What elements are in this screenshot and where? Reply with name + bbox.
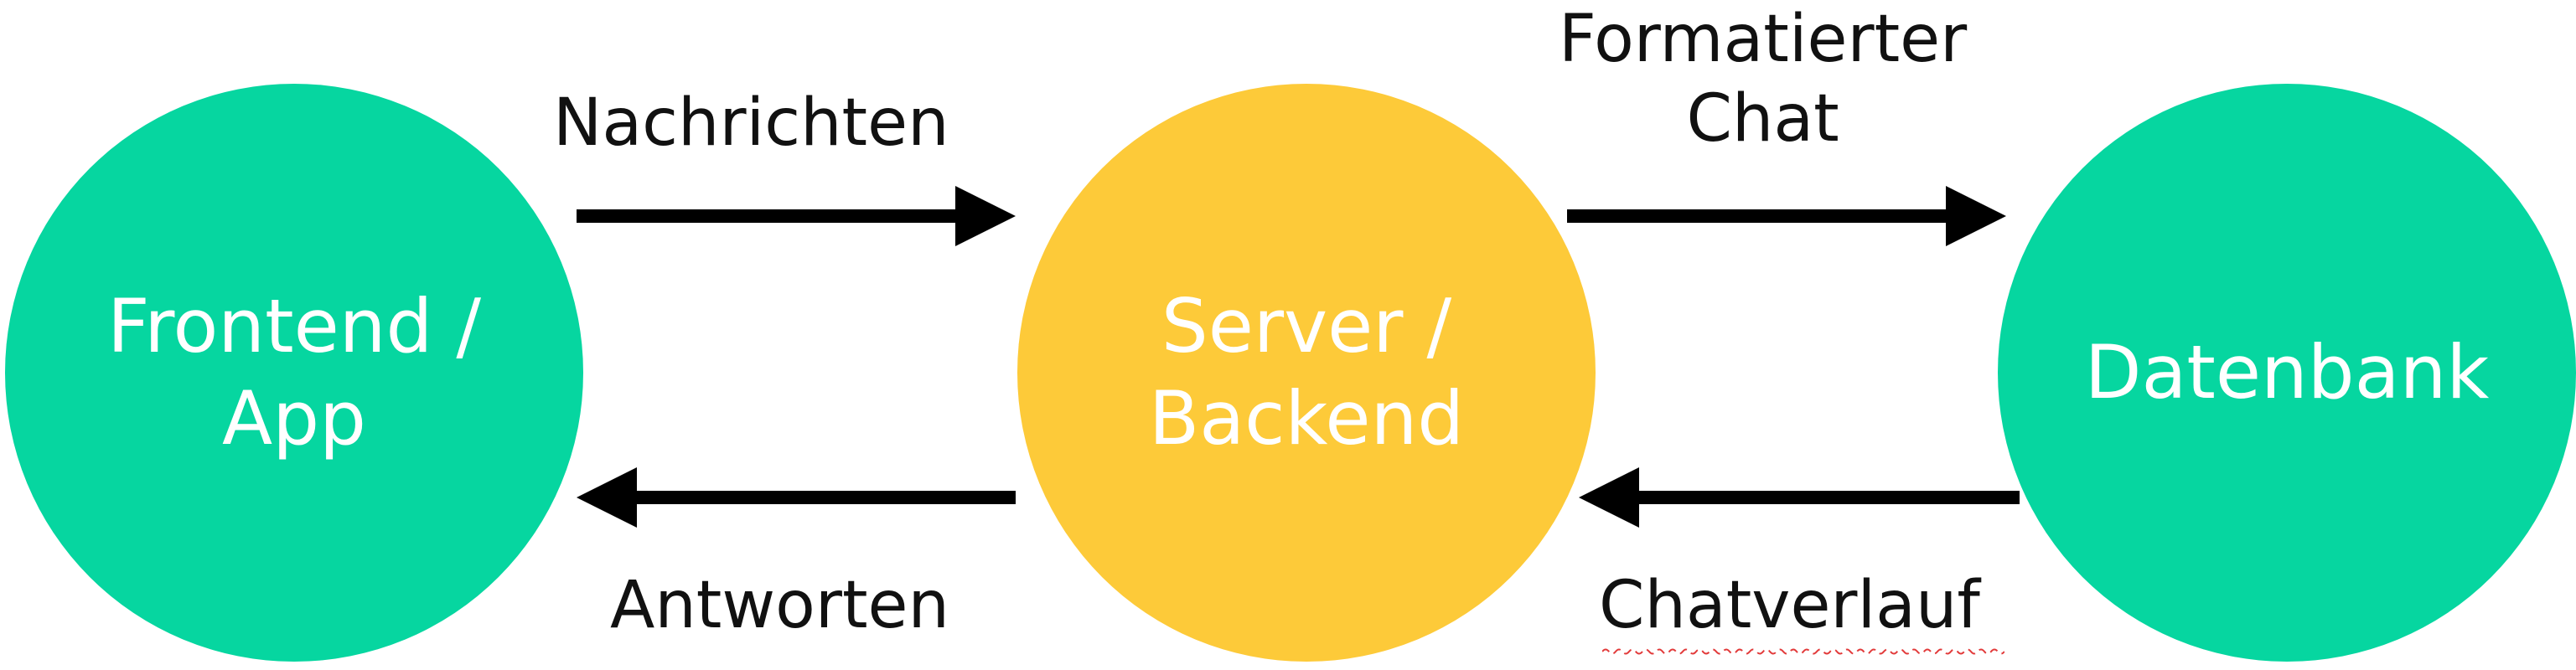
spellcheck-underline xyxy=(1602,648,2004,655)
edge-label-formatierter-line2: Chat xyxy=(1686,81,1839,157)
node-frontend-label-line2: App xyxy=(222,375,366,461)
edge-label-chatverlauf: Chatverlauf xyxy=(1599,566,1980,646)
node-database: Datenbank xyxy=(1998,84,2576,662)
edge-label-nachrichten-text: Nachrichten xyxy=(553,85,949,161)
node-server-backend: Server / Backend xyxy=(1017,84,1596,662)
node-server-label-line2: Backend xyxy=(1148,375,1465,461)
edge-label-chatverlauf-text: Chatverlauf xyxy=(1599,568,1980,643)
edge-label-formatierter-chat: Formatierter Chat xyxy=(1559,0,1967,159)
edge-label-nachrichten: Nachrichten xyxy=(553,84,949,163)
node-frontend-label-line1: Frontend / xyxy=(107,283,481,369)
arrow-server-to-frontend xyxy=(577,467,1016,528)
node-database-label: Datenbank xyxy=(2084,329,2490,415)
edge-label-antworten: Antworten xyxy=(610,566,949,646)
edge-label-formatierter-line1: Formatierter xyxy=(1559,2,1968,77)
arrow-server-to-database xyxy=(1567,186,2006,246)
arrow-frontend-to-server xyxy=(577,186,1016,246)
arrow-database-to-server xyxy=(1579,467,2020,528)
node-server-label-line1: Server / xyxy=(1161,283,1452,369)
edge-label-antworten-text: Antworten xyxy=(610,568,949,643)
node-frontend-app: Frontend / App xyxy=(5,84,583,662)
